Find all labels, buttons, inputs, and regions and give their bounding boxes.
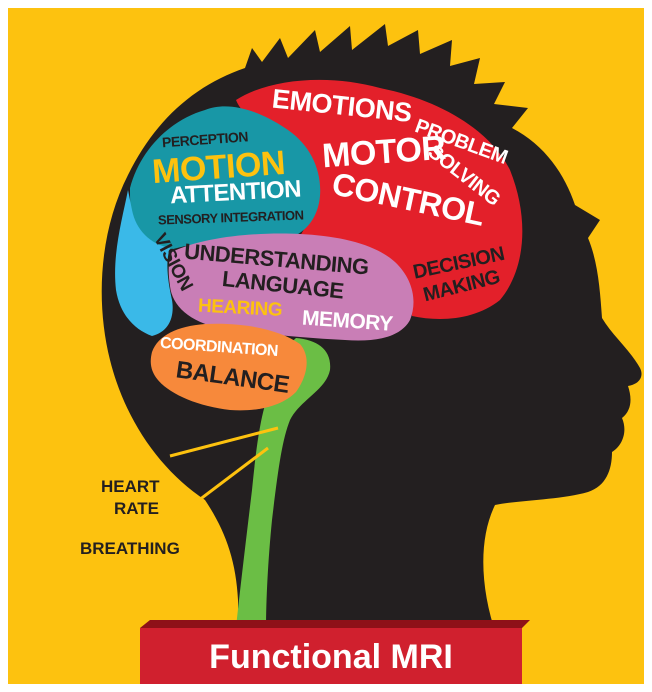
- title-text: Functional MRI: [209, 638, 453, 676]
- label-breathing: BREATHING: [80, 539, 180, 558]
- label-hearing: HEARING: [197, 296, 282, 321]
- label-heart: HEART: [101, 477, 160, 496]
- title-banner-bevel: [140, 620, 530, 628]
- label-rate: RATE: [114, 499, 159, 518]
